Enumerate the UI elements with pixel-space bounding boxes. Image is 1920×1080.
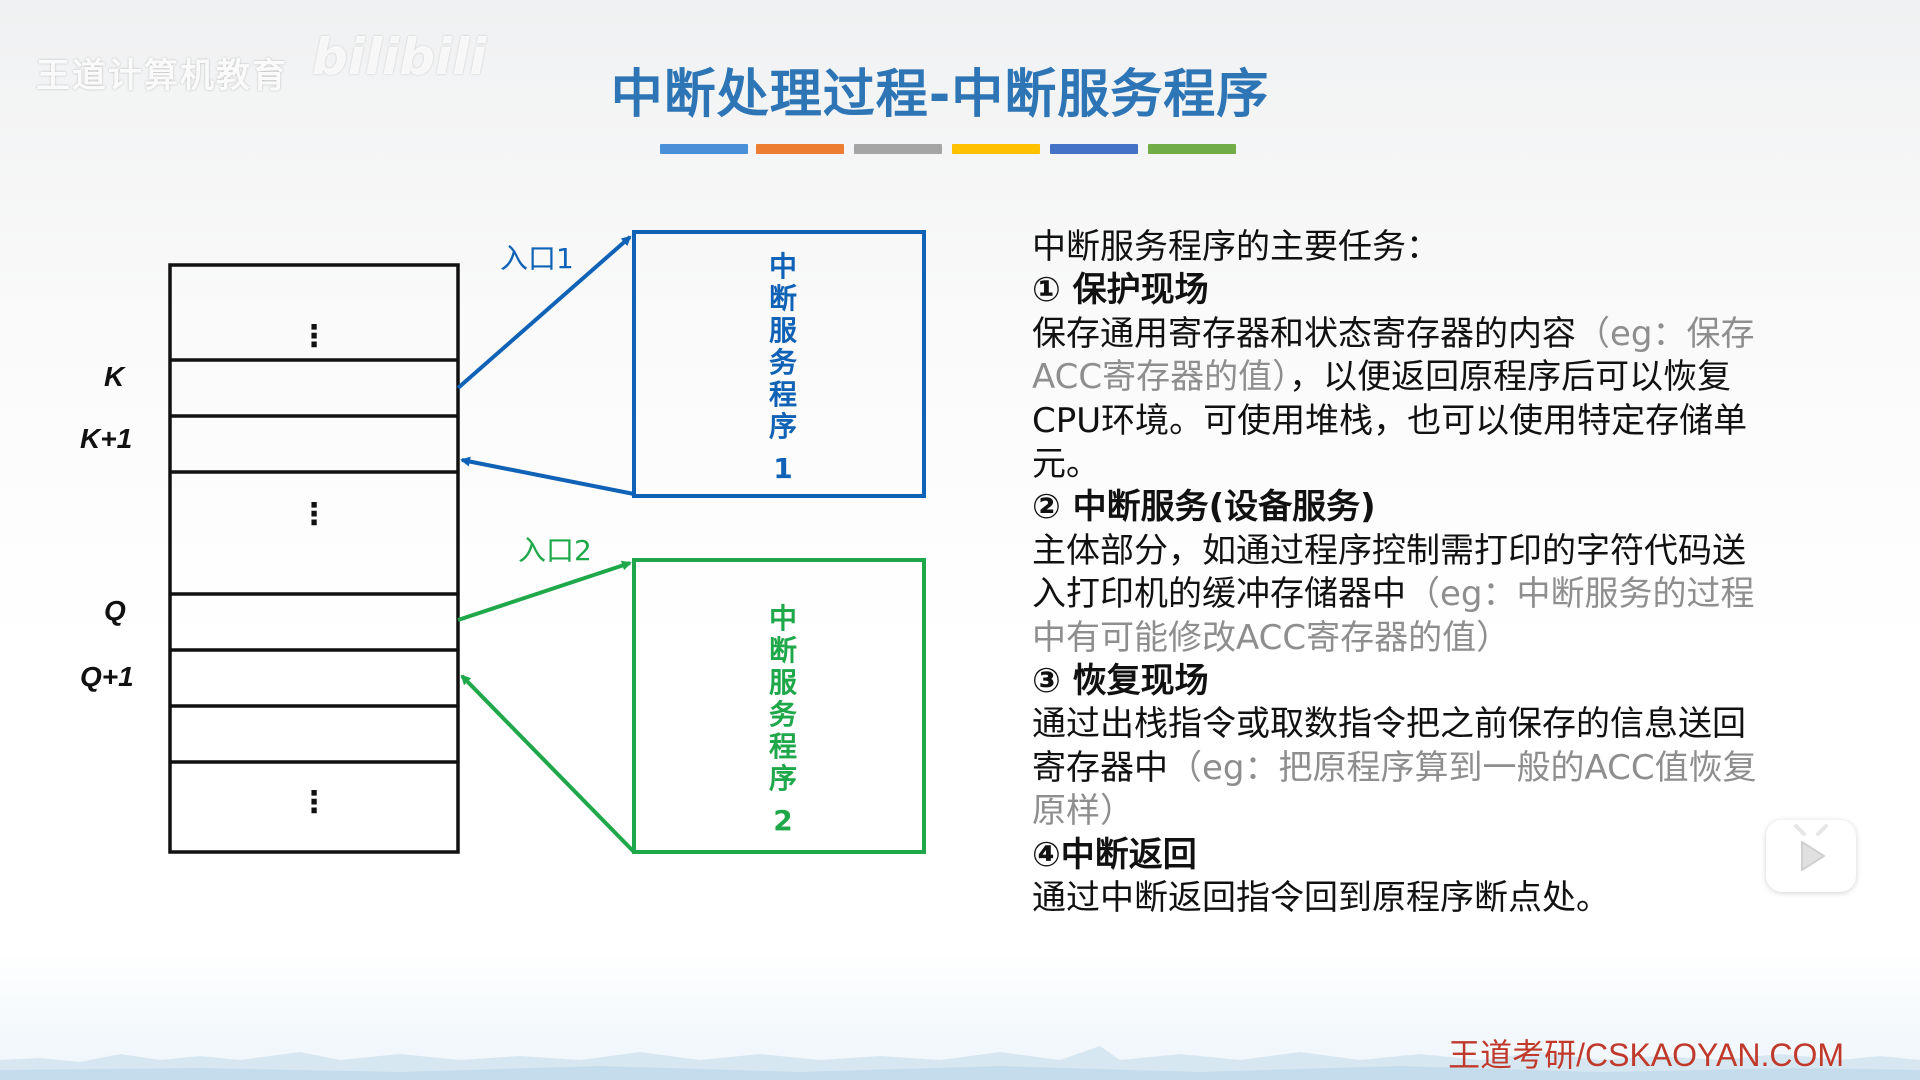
box2-char: 断 xyxy=(769,634,797,667)
box1-char: 务 xyxy=(769,346,797,379)
task-2-line-2: 入打印机的缓冲存储器中（eg：中断服务的过程 xyxy=(1032,573,1792,616)
box1-char: 1 xyxy=(773,452,792,485)
task-1-line-3: CPU环境。可使用堆栈，也可以使用特定存储单 xyxy=(1032,400,1748,441)
color-bar-2 xyxy=(756,144,844,154)
footer-site-label: 王道考研/CSKAOYAN.COM xyxy=(1448,1037,1844,1073)
box2-char: 程 xyxy=(769,730,797,763)
vector-table xyxy=(168,263,460,854)
row-label-q-plus-1: Q+1 xyxy=(80,661,134,692)
box1-char: 中 xyxy=(769,250,797,283)
interrupt-vector-diagram: ⋮ ⋮ ⋮ K K+1 Q Q+1 中 断 服 务 程 序 1 中 断 服 务 … xyxy=(80,230,926,854)
task-4-line-1: 通过中断返回指令回到原程序断点处。 xyxy=(1032,878,1610,919)
task-heading: 中断服务程序的主要任务： xyxy=(1032,227,1440,267)
task-1-line-1: 保存通用寄存器和状态寄存器的内容（eg：保存 xyxy=(1032,313,1792,356)
entry2-label: 入口2 xyxy=(518,534,592,567)
box2-char: 序 xyxy=(769,762,797,795)
task-3-line-3: 原样） xyxy=(1032,791,1134,832)
box1-char: 序 xyxy=(769,410,797,443)
box2-char: 务 xyxy=(769,698,797,731)
play-icon xyxy=(1794,824,1828,871)
row-label-k: K xyxy=(104,361,126,392)
box1-char: 服 xyxy=(769,314,798,347)
entry2-arrow xyxy=(457,560,632,622)
service-routine-1-box xyxy=(632,230,926,498)
skyline-decoration xyxy=(0,1046,1920,1080)
vector-table-border xyxy=(168,263,460,854)
entry1-label: 入口1 xyxy=(500,242,574,275)
box1-char: 程 xyxy=(769,378,797,411)
return1-arrow xyxy=(460,456,635,496)
color-bar-3 xyxy=(854,144,942,154)
task-description: 中断服务程序的主要任务： ① 保护现场 保存通用寄存器和状态寄存器的内容（eg：… xyxy=(1032,226,1792,921)
row-label-k-plus-1: K+1 xyxy=(80,423,132,454)
color-bar-6 xyxy=(1148,144,1236,154)
entry1-arrow xyxy=(456,235,632,390)
watermark-text: 王道计算机教育 xyxy=(36,56,288,96)
task-3-line-1: 通过出栈指令或取数指令把之前保存的信息送回 xyxy=(1032,704,1746,745)
color-bar-1 xyxy=(660,144,748,154)
return2-arrow xyxy=(460,674,636,854)
color-bar-4 xyxy=(952,144,1040,154)
task-1-title: ① 保护现场 xyxy=(1032,270,1209,311)
play-button[interactable] xyxy=(1766,820,1856,892)
table-ellipsis-1: ⋮ xyxy=(299,319,329,354)
service-routine-2-box xyxy=(632,558,926,854)
box2-char: 2 xyxy=(773,804,792,837)
task-1-text: 保存通用寄存器和状态寄存器的内容 xyxy=(1032,313,1576,354)
table-ellipsis-3: ⋮ xyxy=(299,785,329,820)
service-routine-1-label: 中 断 服 务 程 序 1 xyxy=(769,250,798,485)
task-3-title: ③ 恢复现场 xyxy=(1032,661,1209,702)
task-2-example: （eg：中断服务的过程 xyxy=(1406,574,1755,615)
task-1-example: （eg：保存 xyxy=(1576,313,1755,354)
box2-char: 中 xyxy=(769,602,797,635)
row-label-q: Q xyxy=(104,595,126,626)
task-3-text: 寄存器中 xyxy=(1032,747,1168,788)
task-2-line-3: 中有可能修改ACC寄存器的值） xyxy=(1032,617,1511,658)
box1-char: 断 xyxy=(769,282,797,315)
slide-title: 中断处理过程-中断服务程序 xyxy=(610,65,1270,125)
task-2-title: ② 中断服务(设备服务) xyxy=(1032,487,1376,528)
task-3-line-2: 寄存器中（eg：把原程序算到一般的ACC值恢复 xyxy=(1032,747,1792,790)
task-1-line-4: 元。 xyxy=(1032,444,1100,485)
task-4-title: ④中断返回 xyxy=(1032,834,1197,875)
task-1-example-cont: ACC寄存器的值） xyxy=(1032,357,1290,398)
task-1-line-2: ACC寄存器的值），以便返回原程序后可以恢复 xyxy=(1032,356,1792,399)
task-3-example: （eg：把原程序算到一般的ACC值恢复 xyxy=(1168,747,1757,788)
box2-char: 服 xyxy=(769,666,798,699)
task-1-text-cont: ，以便返回原程序后可以恢复 xyxy=(1289,357,1732,398)
color-bar-5 xyxy=(1050,144,1138,154)
service-routine-2-label: 中 断 服 务 程 序 2 xyxy=(769,602,798,837)
task-2-line-1: 主体部分，如通过程序控制需打印的字符代码送 xyxy=(1032,530,1746,571)
bilibili-logo: bilibili xyxy=(312,28,487,86)
table-ellipsis-2: ⋮ xyxy=(299,497,329,532)
task-2-text: 入打印机的缓冲存储器中 xyxy=(1032,574,1406,615)
